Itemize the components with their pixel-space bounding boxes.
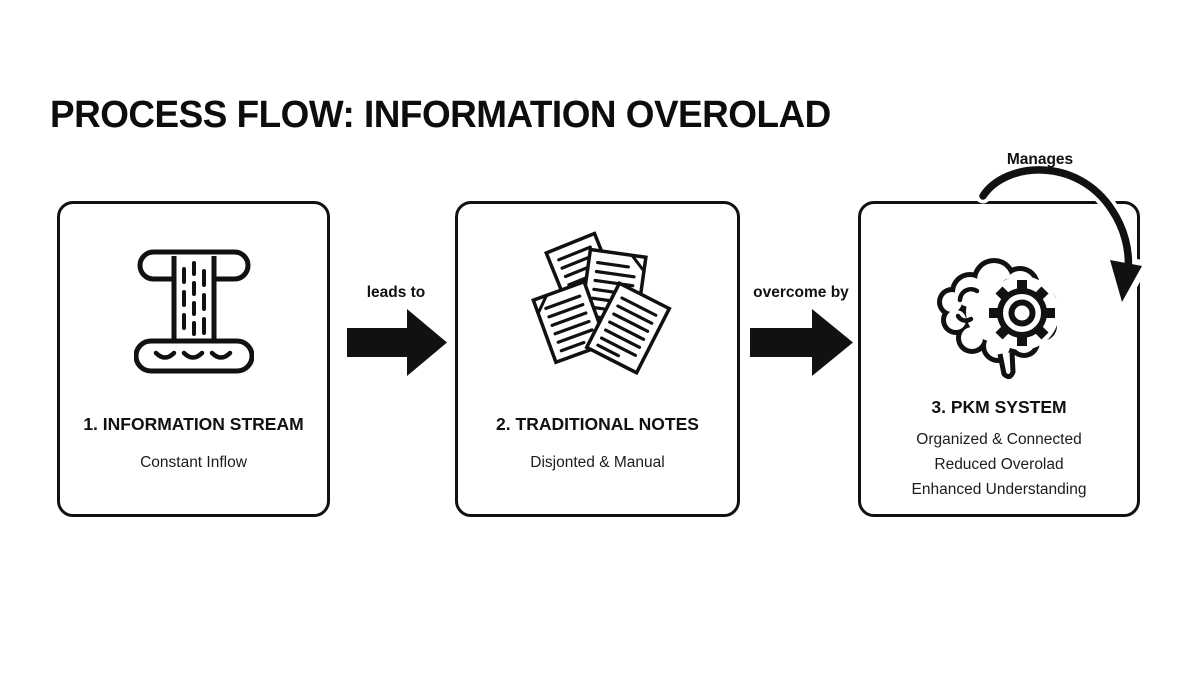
step-title: 1. INFORMATION STREAM [83,414,304,434]
step-title: 2. TRADITIONAL NOTES [496,414,699,434]
step-box-pkm-system: 3. PKM SYSTEM Organized & Connected Redu… [858,201,1140,517]
step-title: 3. PKM SYSTEM [931,397,1067,417]
scattered-notes-icon [518,230,678,380]
right-arrow-icon [750,309,853,376]
step-benefit-line: Reduced Overolad [934,456,1064,473]
brain-gear-icon [924,246,1074,386]
connector-label-leads-to: leads to [366,284,426,301]
loop-arrow-icon [940,150,1160,340]
step-box-traditional-notes: 2. TRADITIONAL NOTES Disjonted & Manual [455,201,740,517]
step-subtitle: Disjonted & Manual [530,454,665,471]
step-subtitle: Constant Inflow [140,454,247,471]
step-box-information-stream: 1. INFORMATION STREAM Constant Inflow [57,201,330,517]
waterfall-icon [133,235,254,375]
step-benefit-line: Organized & Connected [916,431,1082,448]
connector-label-overcome-by: overcome by [753,284,849,301]
right-arrow-icon [347,309,447,376]
step-benefit-line: Enhanced Understanding [911,481,1087,498]
page-title: PROCESS FLOW: INFORMATION OVEROLAD [50,94,831,136]
connector-label-manages: Manages [1006,151,1074,168]
